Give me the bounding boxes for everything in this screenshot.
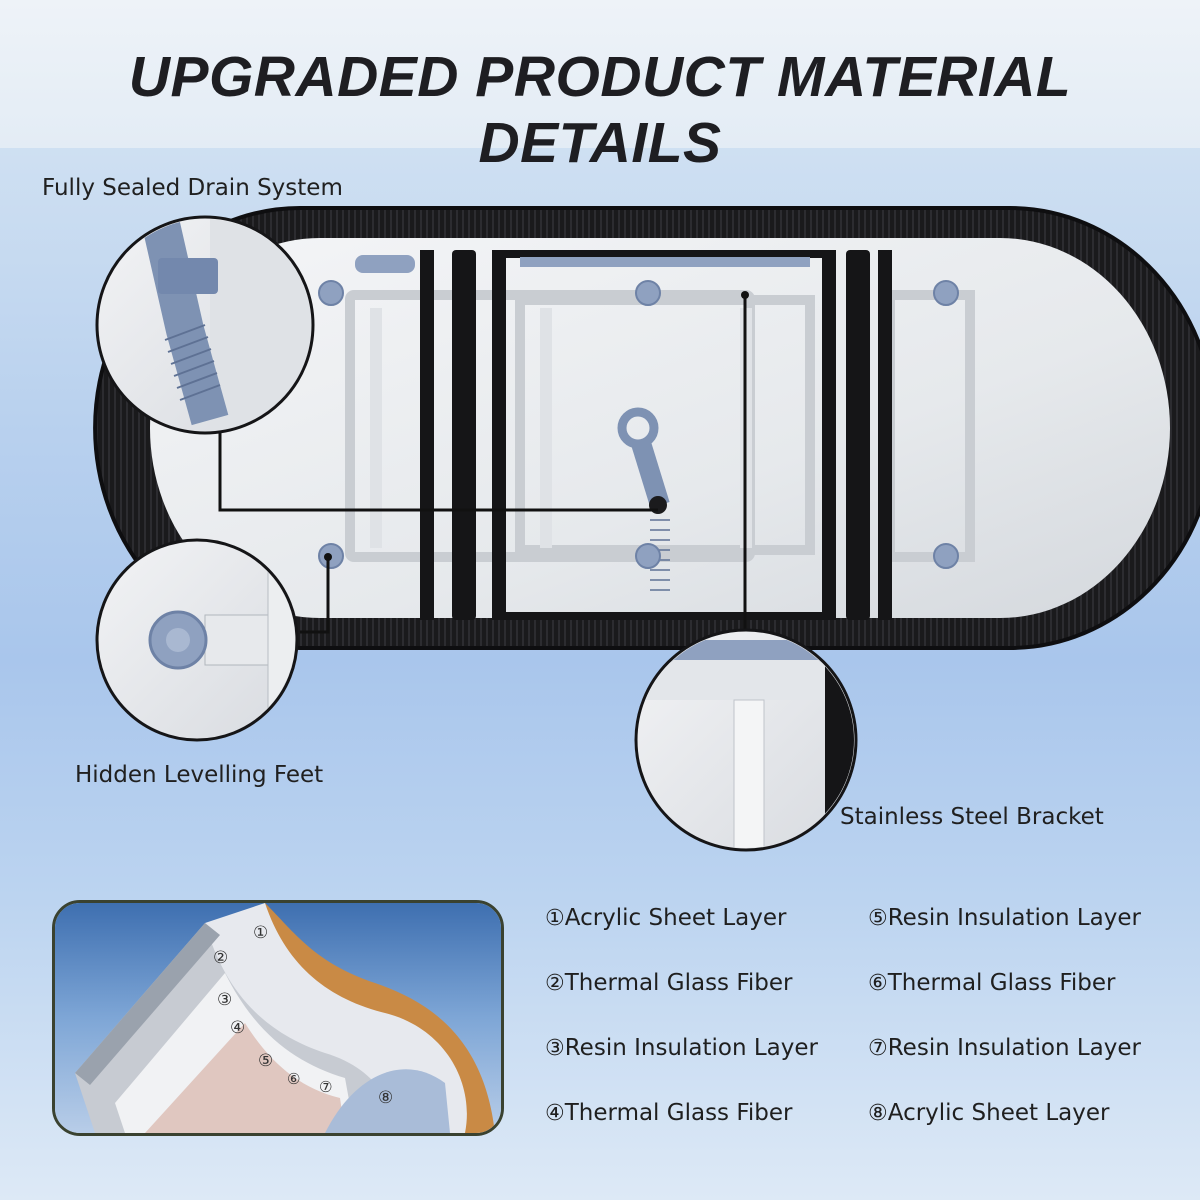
callout-bracket-label: Stainless Steel Bracket bbox=[840, 804, 1104, 830]
legend-item-7: ⑦Resin Insulation Layer bbox=[868, 1035, 1141, 1061]
zoom-drain bbox=[95, 215, 315, 435]
legend-item-6: ⑥Thermal Glass Fiber bbox=[868, 970, 1116, 996]
tub-frame bbox=[420, 250, 892, 620]
page-title: UPGRADED PRODUCT MATERIAL DETAILS bbox=[128, 45, 1072, 175]
layer-marker-7: ⑦ bbox=[319, 1078, 333, 1096]
layer-marker-4: ④ bbox=[230, 1018, 246, 1038]
tub-inner-basin bbox=[150, 238, 1170, 618]
legend-item-2: ②Thermal Glass Fiber bbox=[545, 970, 793, 996]
layer-marker-6: ⑥ bbox=[287, 1070, 301, 1088]
legend-item-5: ⑤Resin Insulation Layer bbox=[868, 905, 1141, 931]
zoom-bracket bbox=[634, 628, 858, 852]
callout-feet-label: Hidden Levelling Feet bbox=[75, 762, 324, 788]
layer-marker-3: ③ bbox=[217, 990, 233, 1010]
layer-marker-8: ⑧ bbox=[378, 1088, 394, 1108]
legend-item-3: ③Resin Insulation Layer bbox=[545, 1035, 818, 1061]
layer-diagram bbox=[55, 903, 501, 1133]
legend-item-8: ⑧Acrylic Sheet Layer bbox=[868, 1100, 1110, 1126]
layer-diagram-panel: ① ② ③ ④ ⑤ ⑥ ⑦ ⑧ bbox=[52, 900, 504, 1136]
levelling-feet bbox=[318, 280, 959, 569]
layer-marker-2: ② bbox=[213, 948, 229, 968]
layer-marker-1: ① bbox=[253, 923, 269, 943]
legend-item-1: ①Acrylic Sheet Layer bbox=[545, 905, 787, 931]
legend-item-4: ④Thermal Glass Fiber bbox=[545, 1100, 793, 1126]
zoom-feet bbox=[95, 538, 299, 742]
callout-drain-label: Fully Sealed Drain System bbox=[42, 175, 343, 201]
layer-marker-5: ⑤ bbox=[258, 1051, 274, 1071]
header-band bbox=[0, 0, 1200, 148]
